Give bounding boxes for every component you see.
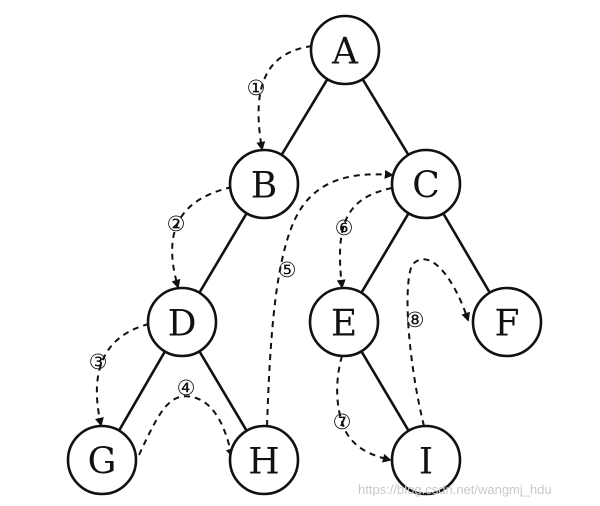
node-circle-g (66, 424, 138, 496)
node-label-i: I (419, 442, 433, 483)
node-label-a: A (331, 32, 359, 73)
traversal-arrow-8 (406, 258, 471, 427)
traversal-arrow-7 (336, 355, 392, 463)
step-label-6: ⑥ (335, 216, 354, 240)
traversal-arrow-6 (336, 187, 393, 289)
node-label-h: H (248, 442, 279, 483)
node-a: A (309, 14, 381, 86)
traversal-arrow-3 (95, 323, 150, 427)
traversal-paths (95, 45, 471, 463)
node-c: C (390, 148, 462, 220)
traversal-step-labels: ① ② ③ ④ ⑤ ⑥ ⑦ ⑧ (89, 76, 425, 434)
node-f: F (471, 286, 543, 358)
node-circle-b (228, 148, 300, 220)
node-circle-f (471, 286, 543, 358)
node-label-d: D (168, 304, 197, 345)
node-circle-a (309, 14, 381, 86)
node-e: E (308, 286, 380, 358)
node-h: H (228, 424, 300, 496)
node-g: G (66, 424, 138, 496)
node-label-b: B (251, 166, 277, 207)
watermark-text: https://blog.csdn.net/wangmj_hdu (358, 482, 552, 497)
tree-nodes: A B C D E F G H I (66, 14, 543, 496)
step-label-2: ② (167, 212, 186, 236)
node-d: D (146, 286, 218, 358)
node-circle-e (308, 286, 380, 358)
node-label-g: G (88, 442, 117, 483)
step-label-8: ⑧ (406, 308, 425, 332)
node-i: I (390, 424, 462, 496)
step-label-1: ① (247, 76, 266, 100)
node-label-e: E (331, 304, 357, 345)
node-b: B (228, 148, 300, 220)
step-label-5: ⑤ (278, 258, 297, 282)
node-circle-i (390, 424, 462, 496)
node-label-f: F (495, 304, 520, 345)
step-label-3: ③ (89, 350, 108, 374)
step-label-4: ④ (177, 376, 196, 400)
traversal-arrow-1 (256, 45, 313, 151)
tree-edges (100, 48, 509, 462)
node-circle-c (390, 148, 462, 220)
step-label-7: ⑦ (333, 410, 352, 434)
traversal-arrow-2 (171, 186, 233, 289)
traversal-arrow-5 (266, 169, 394, 427)
node-label-c: C (412, 166, 440, 207)
traversal-arrow-4 (138, 395, 235, 458)
node-circle-h (228, 424, 300, 496)
node-circle-d (146, 286, 218, 358)
